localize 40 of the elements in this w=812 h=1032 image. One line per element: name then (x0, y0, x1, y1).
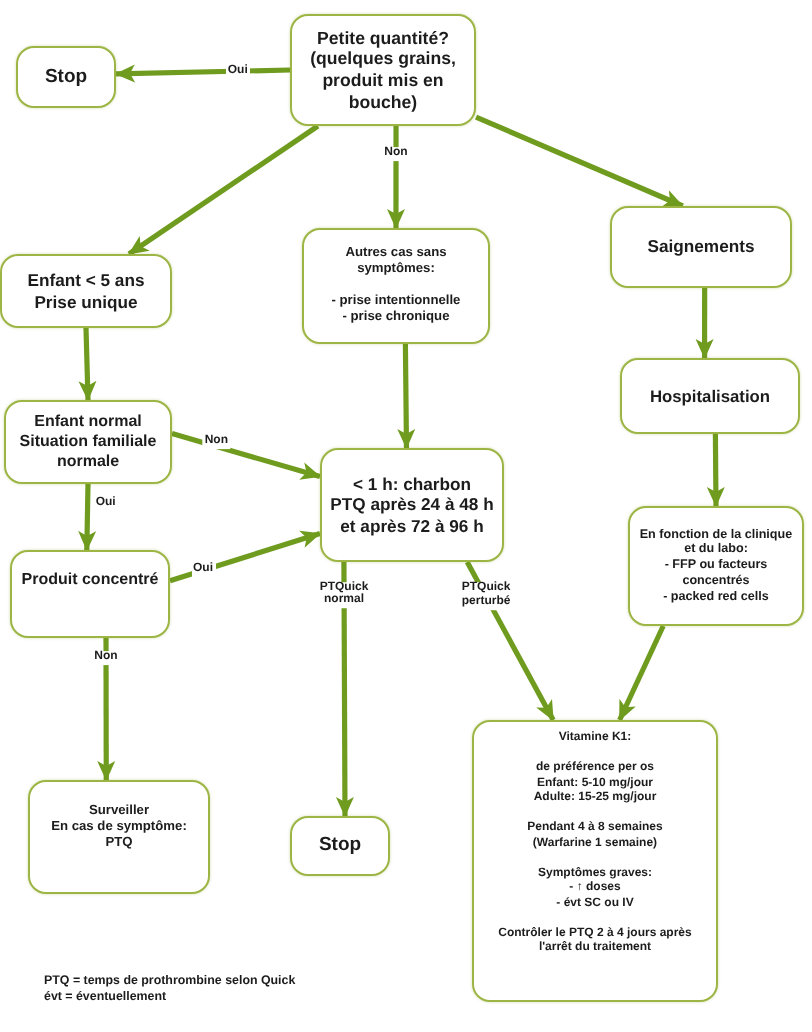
process-box (320, 448, 504, 562)
box-text: Petite quantité? (317, 27, 449, 49)
arrow (115, 64, 291, 83)
process-box (10, 550, 170, 638)
box-text: Enfant normal (34, 412, 142, 433)
process-box (472, 720, 718, 1002)
box-text: < 1 h: charbon (353, 473, 471, 495)
arrow (397, 343, 416, 449)
box-text: Stop (44, 65, 88, 89)
arrow (78, 483, 97, 551)
box-text: Produit concentré (21, 570, 159, 590)
box-text: Situation familiale normale (17, 432, 159, 472)
arrow (97, 638, 116, 781)
process-box (0, 254, 172, 328)
box-text: Prise unique (34, 291, 138, 312)
process-box (302, 228, 490, 344)
process-box (290, 816, 390, 876)
box-text: PTQ après 24 à 48 h et après 72 à 96 h (330, 494, 494, 537)
box-text: Hospitalisation (649, 385, 771, 407)
process-box (16, 46, 116, 108)
box-text: (quelques grains, produit mis en bouche) (308, 48, 458, 113)
arrow (169, 530, 321, 584)
process-box (28, 780, 210, 894)
box-text: Enfant < 5 ans (27, 270, 145, 291)
arrow (78, 327, 97, 401)
process-box (628, 506, 804, 626)
process-box (290, 14, 476, 126)
arrow (617, 624, 666, 722)
process-box (620, 358, 800, 434)
process-box (4, 400, 172, 484)
arrow (171, 431, 321, 480)
arrow (335, 562, 354, 817)
process-box (610, 206, 792, 288)
arrow (127, 123, 320, 257)
box-text: Stop (318, 834, 362, 858)
arrow (387, 126, 405, 229)
arrow (706, 434, 725, 507)
arrow (474, 114, 684, 209)
box-text: Saignements (647, 236, 755, 258)
arrow (695, 288, 714, 359)
